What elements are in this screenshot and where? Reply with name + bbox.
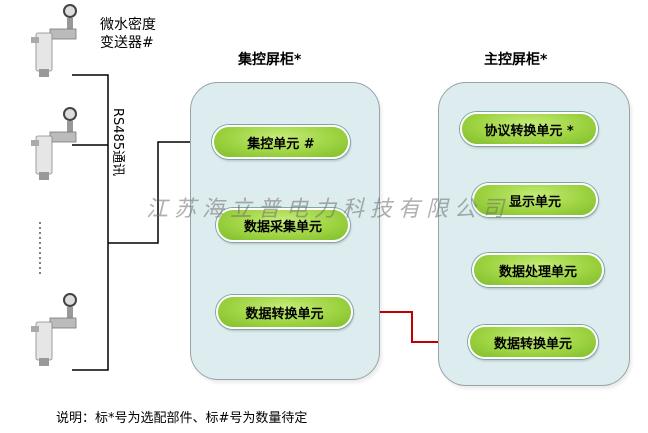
bus-to-collector <box>108 141 212 244</box>
transmitter-icon <box>31 4 77 77</box>
unit-data-processing: 数据处理单元 <box>472 253 604 287</box>
sensor-label: 微水密度 变送器# <box>100 16 156 52</box>
main-cabinet-title: 主控屏柜* <box>484 52 548 68</box>
rs485-bus <box>72 74 212 371</box>
unit-collector-control: 集控单元 # <box>212 125 350 159</box>
transmitter-icon <box>31 293 77 366</box>
transmitter-icon <box>31 107 77 180</box>
sensor-label-line1: 微水密度 <box>100 17 156 33</box>
collect-cabinet-title: 集控屏柜* <box>238 52 302 68</box>
unit-data-convert-main: 数据转换单元 <box>468 325 598 359</box>
unit-protocol-convert: 协议转换单元 * <box>460 112 598 146</box>
sensor-label-line2: 变送器# <box>100 35 154 51</box>
rs485-label: RS485通讯 <box>110 108 125 177</box>
unit-data-acquisition: 数据采集单元 <box>216 208 350 242</box>
watermark: 江苏海立普电力科技有限公司 <box>146 197 511 222</box>
unit-display: 显示单元 <box>472 183 598 217</box>
bus-trunk <box>72 74 109 371</box>
unit-data-convert-collector: 数据转换单元 <box>216 295 353 329</box>
footnote: 说明：标*号为选配部件、标#号为数量待定 <box>56 411 308 426</box>
